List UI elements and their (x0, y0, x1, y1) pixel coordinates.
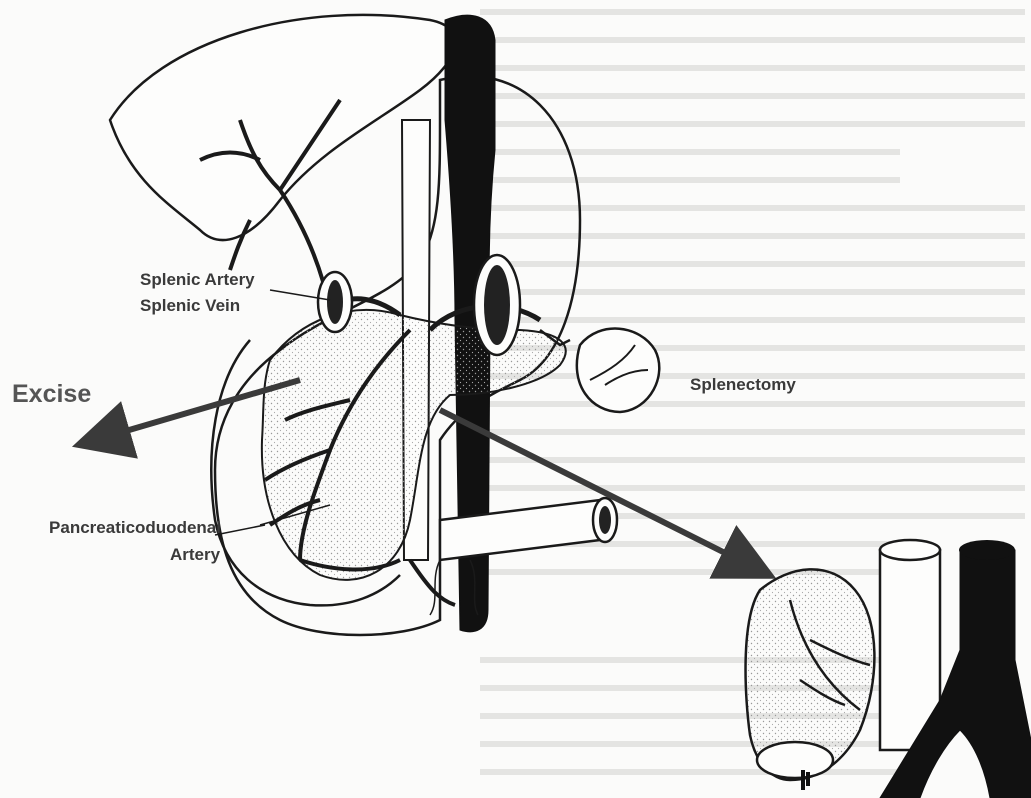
specimen-dark-vessel-end (959, 540, 1015, 560)
label-splenectomy: Splenectomy (690, 375, 796, 395)
label-splenic-artery: Splenic Artery (140, 270, 255, 290)
label-splenic-vein: Splenic Vein (140, 296, 240, 316)
right-kidney (474, 255, 520, 355)
label-pancreaticoduodenal: Pancreaticoduodenal (10, 518, 260, 538)
label-artery: Artery (130, 545, 260, 565)
specimen-cut-end (757, 742, 833, 778)
spleen (577, 329, 659, 412)
label-excise: Excise (12, 380, 91, 409)
left-kidney (318, 272, 352, 332)
